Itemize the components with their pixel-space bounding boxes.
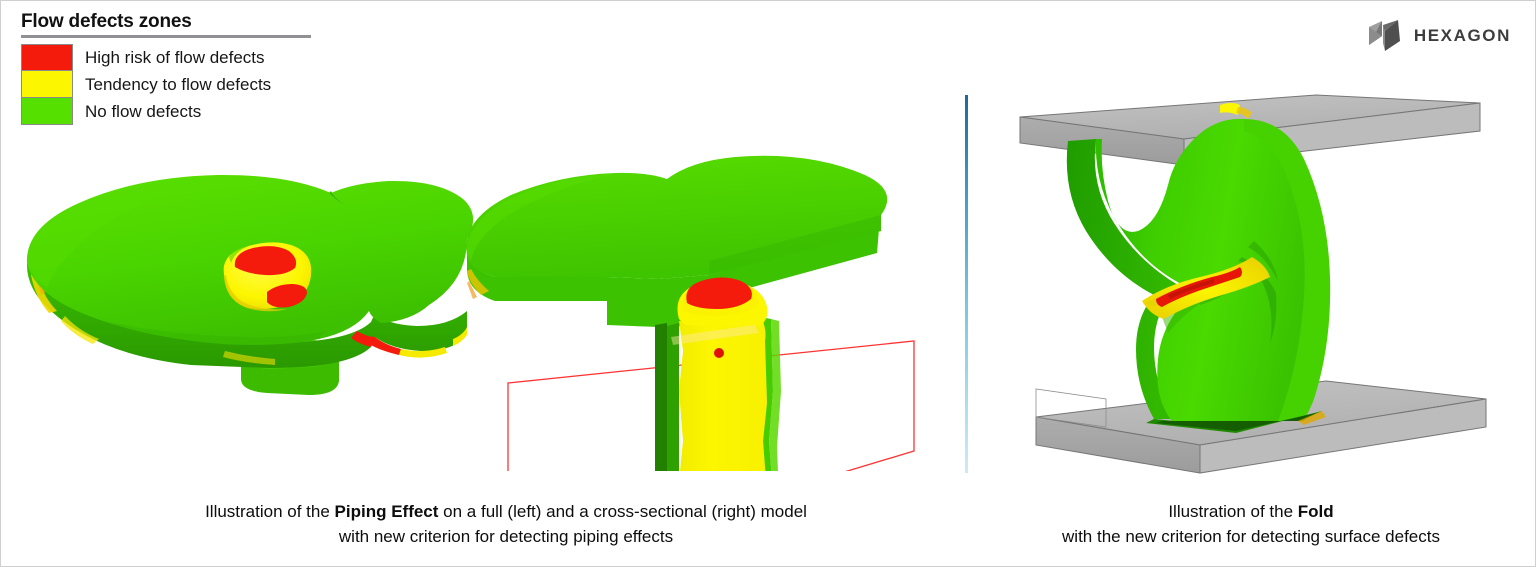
legend-swatch-tendency: [21, 71, 73, 98]
fold-body: [1095, 118, 1325, 422]
hexagon-logo-icon: [1368, 20, 1400, 51]
caption-right: Illustration of the Fold with the new cr…: [991, 499, 1511, 549]
caption-left-line1-bold: Piping Effect: [334, 502, 439, 521]
full-disc-model: [26, 174, 474, 395]
fold-left-flank: [1066, 139, 1178, 419]
defect-node-marker: [714, 348, 724, 358]
red-zone-upper: [234, 246, 297, 276]
piping-defect-boss: [223, 242, 312, 312]
lower-platen-front: [1035, 388, 1487, 474]
caption-right-line1-pre: Illustration of the: [1168, 502, 1298, 521]
caption-left-line1-post: on a full (left) and a cross-sectional (…: [438, 502, 807, 521]
caption-left-line1: Illustration of the Piping Effect on a f…: [96, 499, 916, 524]
caption-right-line1-bold: Fold: [1297, 502, 1334, 521]
legend-title: Flow defects zones: [21, 11, 192, 32]
caption-right-line2: with the new criterion for detecting sur…: [1062, 527, 1440, 546]
fold-render: [1019, 94, 1487, 474]
brand-wordmark: HEXAGON: [1413, 26, 1511, 45]
legend-label-none: No flow defects: [85, 102, 202, 121]
legend-label-high-risk: High risk of flow defects: [85, 48, 265, 67]
piping-effect-render: [26, 155, 915, 566]
caption-left-line1-pre: Illustration of the: [205, 502, 335, 521]
piping-effect-viewport: [19, 141, 939, 566]
legend-item-tendency: Tendency to flow defects: [21, 71, 321, 98]
legend-item-list: High risk of flow defects Tendency to fl…: [21, 44, 321, 125]
caption-right-line1: Illustration of the Fold: [991, 499, 1511, 524]
red-zone-lower: [267, 284, 307, 308]
section-red-zone: [686, 277, 752, 309]
cross-sectional-model: [466, 155, 915, 566]
fold-viewport: [986, 81, 1516, 481]
brand-lockup: HEXAGON: [1367, 19, 1511, 53]
legend-item-none: No flow defects: [21, 98, 321, 125]
legend-swatch-none: [21, 98, 73, 125]
legend-label-tendency: Tendency to flow defects: [85, 75, 272, 94]
legend-panel: Flow defects zones High risk of flow def…: [21, 11, 321, 125]
legend-swatch-high-risk: [21, 44, 73, 71]
fold-top-nick: [1220, 103, 1240, 115]
fold-right-sweep: [1244, 119, 1331, 421]
caption-left-line2: with new criterion for detecting piping …: [338, 527, 674, 546]
caption-left: Illustration of the Piping Effect on a f…: [96, 499, 916, 549]
section-plate-rim: [466, 229, 879, 327]
legend-title-underline: [21, 35, 311, 38]
legend-item-high-risk: High risk of flow defects: [21, 44, 321, 71]
section-piping-defect: [671, 277, 768, 358]
folded-part-model: [1066, 103, 1331, 433]
panel-divider: [965, 95, 968, 473]
